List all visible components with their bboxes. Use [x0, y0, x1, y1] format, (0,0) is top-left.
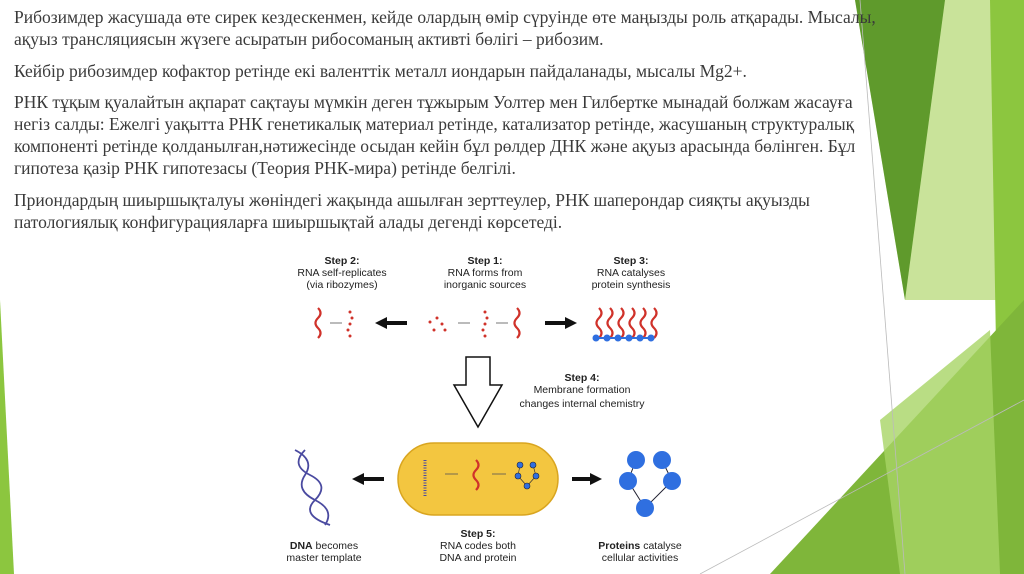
dna-helix-icon [294, 449, 331, 526]
dna-label: DNA becomes [290, 540, 358, 552]
step5-text: RNA codes both [440, 540, 516, 552]
protein-icon [619, 451, 681, 517]
proteins-label-2: cellular activities [602, 552, 678, 564]
hollow-arrow-down-icon [452, 356, 504, 429]
text-line: Приондардың шиыршықталуы жөніндегі жақын… [14, 190, 810, 210]
rna-world-diagram: Step 2: RNA self-replicates (via ribozym… [286, 255, 682, 564]
arrow-right-icon [572, 473, 602, 485]
step2-text: (via ribozymes) [306, 279, 377, 291]
step4-title: Step 4: [564, 372, 599, 384]
text-line: РНК тұқым қуалайтын ақпарат сақтауы мүмк… [14, 92, 853, 112]
arrow-left-icon [375, 317, 407, 329]
step1-text: inorganic sources [444, 279, 526, 291]
green-triangle-mid [880, 330, 1000, 574]
green-triangle-dark [855, 0, 945, 300]
text-line: патологиялық конфигурацияларға шиыршықта… [14, 212, 563, 232]
text-line: Рибозимдер жасушада өте сирек кездескенм… [14, 7, 876, 27]
green-strip-left [0, 300, 14, 574]
rna-catalysis-icon [592, 306, 658, 342]
text-line: гипотеза қазір РНК гипотезасы (Теория РН… [14, 158, 516, 178]
protein-small-icon [514, 461, 540, 490]
paragraph-2: Кейбір рибозимдер кофактор ретінде екі в… [14, 60, 747, 82]
step4-text: changes internal chemistry [520, 398, 646, 410]
step2-text: RNA self-replicates [297, 267, 386, 279]
paragraph-4: Приондардың шиыршықталуы жөніндегі жақын… [14, 189, 810, 233]
nucleotide-dots-icon [346, 310, 489, 338]
divider-line [699, 399, 1024, 574]
dna-label-2: master template [286, 552, 361, 564]
step5-title: Step 5: [460, 528, 495, 540]
step3-text: protein synthesis [592, 279, 671, 291]
text-line: компоненті ретінде қолданылған,нәтижесін… [14, 136, 856, 156]
cell-membrane [397, 442, 559, 516]
proteins-label: Proteins catalyse [598, 540, 682, 552]
text-line: Кейбір рибозимдер кофактор ретінде екі в… [14, 61, 747, 81]
arrow-right-icon [545, 317, 577, 329]
step4-text: Membrane formation [534, 384, 631, 396]
rna-strand-icon [314, 306, 521, 340]
step3-title: Step 3: [613, 255, 648, 267]
step5-text: DNA and protein [439, 552, 516, 564]
paragraph-1: Рибозимдер жасушада өте сирек кездескенм… [14, 6, 876, 50]
step2-title: Step 2: [324, 255, 359, 267]
step1-title: Step 1: [467, 255, 502, 267]
step3-text: RNA catalyses [597, 267, 665, 279]
step1-text: RNA forms from [448, 267, 523, 279]
divider-line [859, 0, 906, 574]
arrow-left-icon [352, 473, 384, 485]
text-line: негіз салды: Ежелгі уақытта РНК генетика… [14, 114, 855, 134]
text-line: ақуыз трансляциясын жүзеге асыратын рибо… [14, 29, 604, 49]
paragraph-3: РНК тұқым қуалайтын ақпарат сақтауы мүмк… [14, 91, 855, 179]
